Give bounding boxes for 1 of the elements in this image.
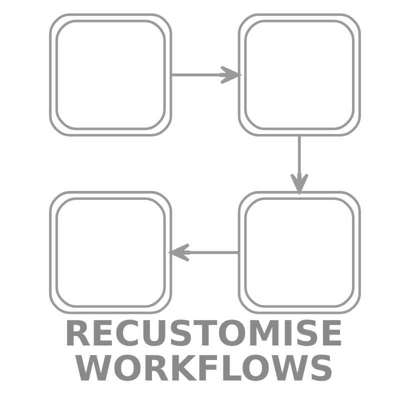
diagram-title: RECUSTOMISE WORKFLOWS: [64, 314, 344, 390]
